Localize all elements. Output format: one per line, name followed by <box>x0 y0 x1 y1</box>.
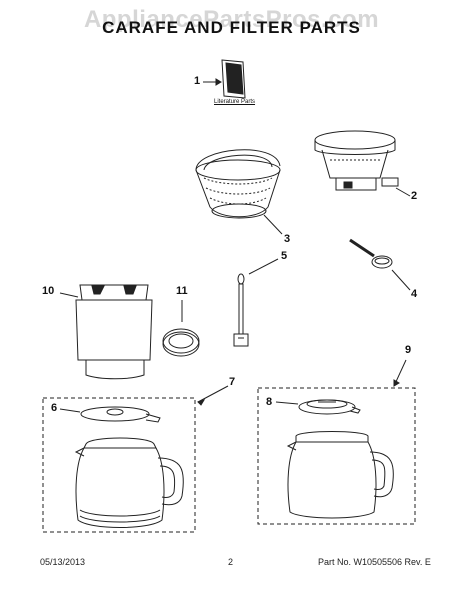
part-number-4: 4 <box>411 288 418 300</box>
part-number-3: 3 <box>284 233 291 245</box>
literature-booklet-icon <box>221 59 246 99</box>
part-number-1: 1 <box>194 75 201 87</box>
carafe-sleeve-icon <box>75 284 153 380</box>
filter-screen-icon <box>195 149 281 219</box>
part-number-2: 2 <box>411 190 418 202</box>
footer-part-info: Part No. W10505506 Rev. E <box>318 557 431 567</box>
right-carafe-icon <box>286 431 394 519</box>
part-number-10: 10 <box>42 285 55 297</box>
part-number-6: 6 <box>51 402 58 414</box>
part-number-5: 5 <box>281 250 288 262</box>
left-carafe-icon <box>74 437 184 528</box>
filter-basket-icon <box>314 130 399 191</box>
part-number-11: 11 <box>176 285 188 297</box>
watermark: AppliancePartsPros.com <box>83 6 380 33</box>
part-number-8: 8 <box>266 396 273 408</box>
measuring-scoop-icon <box>349 238 393 269</box>
group-9-box <box>257 387 416 525</box>
group-7-box <box>42 397 196 533</box>
footer-date: 05/13/2013 <box>40 557 86 567</box>
part-number-9: 9 <box>405 344 412 356</box>
small-lid-icon <box>80 406 161 423</box>
part-number-7: 7 <box>229 376 236 388</box>
page-title: CARAFE AND FILTER PARTS <box>102 18 361 37</box>
footer-page-number: 2 <box>228 557 234 567</box>
literature-parts-label: Literature Parts <box>214 99 256 105</box>
stirrer-icon <box>233 273 249 347</box>
gasket-ring-icon <box>162 328 200 357</box>
right-lid-icon <box>298 399 361 415</box>
